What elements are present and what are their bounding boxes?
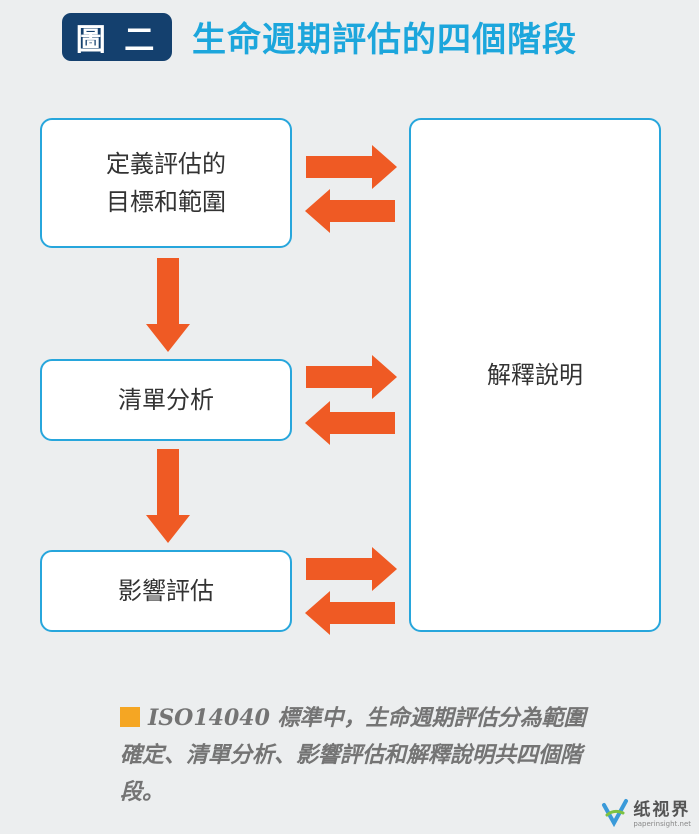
watermark: 纸视界 paperinsight.net [599, 795, 691, 828]
arrow-left-interpretation-to-impact [305, 591, 395, 635]
box-impact-label: 影響評估 [118, 577, 214, 605]
figure-header: 圖 二 生命週期評估的四個階段 [62, 12, 577, 61]
watermark-name: 纸视界 [633, 800, 691, 820]
arrow-right-goal-to-interpretation [306, 145, 397, 189]
arrow-right-inventory-to-interpretation [306, 355, 397, 399]
box-inventory-analysis: 清單分析 [40, 359, 292, 441]
arrow-down-goal-to-inventory [146, 258, 190, 352]
paperinsight-logo-icon [602, 798, 629, 827]
box-inventory-label: 清單分析 [118, 386, 214, 414]
figure-number-badge: 圖 二 [62, 12, 172, 61]
box-interpretation-label: 解釋說明 [487, 361, 583, 389]
arrow-down-inventory-to-impact [146, 449, 190, 543]
arrow-left-interpretation-to-inventory [305, 401, 395, 445]
figure-title: 生命週期評估的四個階段 [192, 20, 577, 60]
arrow-left-interpretation-to-goal [305, 189, 395, 233]
arrow-right-impact-to-interpretation [306, 547, 397, 591]
box-goal-and-scope: 定義評估的 目標和範圍 [40, 118, 292, 248]
figure-caption: ISO14040 標準中，生命週期評估分為範圍確定、清單分析、影響評估和解釋說明… [120, 700, 600, 811]
box-goal-line2: 目標和範圍 [106, 188, 226, 216]
watermark-url: paperinsight.net [633, 820, 691, 828]
caption-bullet-square [120, 707, 140, 727]
box-interpretation: 解釋說明 [409, 118, 661, 632]
box-goal-line1: 定義評估的 [106, 150, 226, 178]
box-impact-assessment: 影響評估 [40, 550, 292, 632]
caption-text: ISO14040 標準中，生命週期評估分為範圍確定、清單分析、影響評估和解釋說明… [120, 705, 586, 805]
